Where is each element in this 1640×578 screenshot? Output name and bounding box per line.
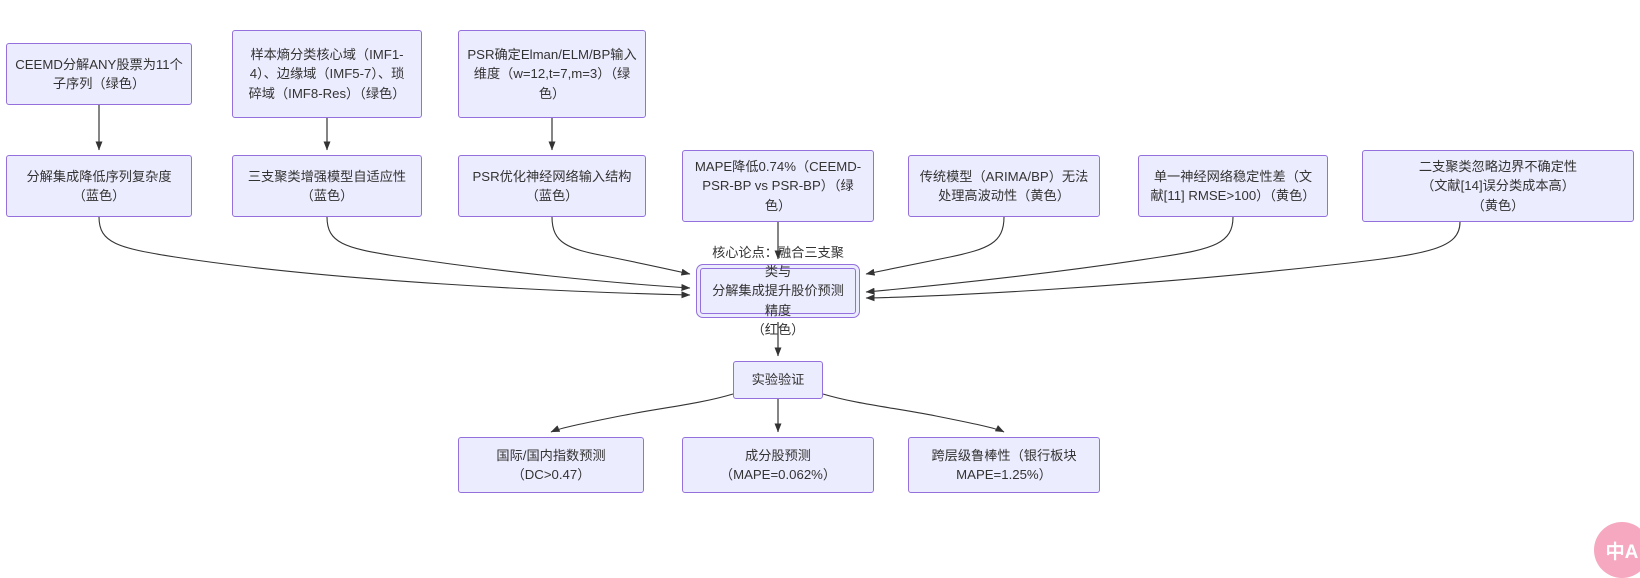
node-cross-level-robustness[interactable]: 跨层级鲁棒性（银行板块 MAPE=1.25%） <box>908 437 1100 493</box>
watermark-badge: 中A <box>1594 522 1640 578</box>
node-label: 实验验证 <box>751 372 805 388</box>
edge-n9-n11 <box>865 216 1234 295</box>
node-label: 二支聚类忽略边界不确定性 （文献[14]误分类成本高） （黄色） <box>1418 159 1578 213</box>
node-ceemd-decompose[interactable]: CEEMD分解ANY股票为11个 子序列（绿色） <box>6 43 192 105</box>
node-label: 跨层级鲁棒性（银行板块 MAPE=1.25%） <box>931 447 1077 482</box>
node-psr-input-dim[interactable]: PSR确定Elman/ELM/BP输入 维度（w=12,t=7,m=3）（绿 色… <box>458 30 646 118</box>
node-label: 传统模型（ARIMA/BP）无法 处理高波动性（黄色） <box>919 168 1089 203</box>
node-psr-optimize-nn-input[interactable]: PSR优化神经网络输入结构 （蓝色） <box>458 155 646 217</box>
node-two-way-clustering-boundary[interactable]: 二支聚类忽略边界不确定性 （文献[14]误分类成本高） （黄色） <box>1362 150 1634 222</box>
node-constituent-stock-forecast[interactable]: 成分股预测 （MAPE=0.062%） <box>682 437 874 493</box>
edge-n12-n13 <box>550 393 734 433</box>
node-label: CEEMD分解ANY股票为11个 子序列（绿色） <box>15 56 183 91</box>
node-label: 单一神经网络稳定性差（文 献[11] RMSE>100）（黄色） <box>1150 168 1316 203</box>
node-label: PSR确定Elman/ELM/BP输入 维度（w=12,t=7,m=3）（绿 色… <box>467 47 637 101</box>
node-label: PSR优化神经网络输入结构 （蓝色） <box>472 168 632 203</box>
edge-n5-n11 <box>326 216 691 291</box>
node-experimental-validation[interactable]: 实验验证 <box>733 361 823 399</box>
node-three-way-clustering-adaptivity[interactable]: 三支聚类增强模型自适应性 （蓝色） <box>232 155 422 217</box>
edge-n6-n11 <box>551 216 691 276</box>
node-core-thesis[interactable]: 核心论点：融合三支聚类与 分解集成提升股价预测精度 （红色） <box>700 245 856 337</box>
node-decompose-reduce-complexity[interactable]: 分解集成降低序列复杂度 （蓝色） <box>6 155 192 217</box>
node-label: 核心论点：融合三支聚类与 分解集成提升股价预测精度 （红色） <box>712 245 844 337</box>
node-label: MAPE降低0.74%（CEEMD- PSR-BP vs PSR-BP）（绿 色… <box>694 159 862 213</box>
edge-n8-n11 <box>865 216 1005 276</box>
node-single-nn-instability[interactable]: 单一神经网络稳定性差（文 献[11] RMSE>100）（黄色） <box>1138 155 1328 217</box>
node-label: 成分股预测 （MAPE=0.062%） <box>719 447 837 482</box>
node-label: 国际/国内指数预测 （DC>0.47） <box>496 447 606 482</box>
node-mape-reduction[interactable]: MAPE降低0.74%（CEEMD- PSR-BP vs PSR-BP）（绿 色… <box>682 150 874 222</box>
edge-n12-n15 <box>822 393 1005 433</box>
watermark-text: 中A <box>1605 541 1639 563</box>
node-sample-entropy[interactable]: 样本熵分类核心域（IMF1- 4）、边缘域（IMF5-7）、琐 碎域（IMF8-… <box>232 30 422 118</box>
node-traditional-model-limitation[interactable]: 传统模型（ARIMA/BP）无法 处理高波动性（黄色） <box>908 155 1100 217</box>
node-label: 样本熵分类核心域（IMF1- 4）、边缘域（IMF5-7）、琐 碎域（IMF8-… <box>248 47 406 101</box>
node-label: 分解集成降低序列复杂度 （蓝色） <box>26 168 172 203</box>
edge-n10-n11 <box>865 221 1461 302</box>
node-label: 三支聚类增强模型自适应性 （蓝色） <box>247 168 407 203</box>
edge-n4-n11 <box>98 216 691 299</box>
node-index-forecast[interactable]: 国际/国内指数预测 （DC>0.47） <box>458 437 644 493</box>
